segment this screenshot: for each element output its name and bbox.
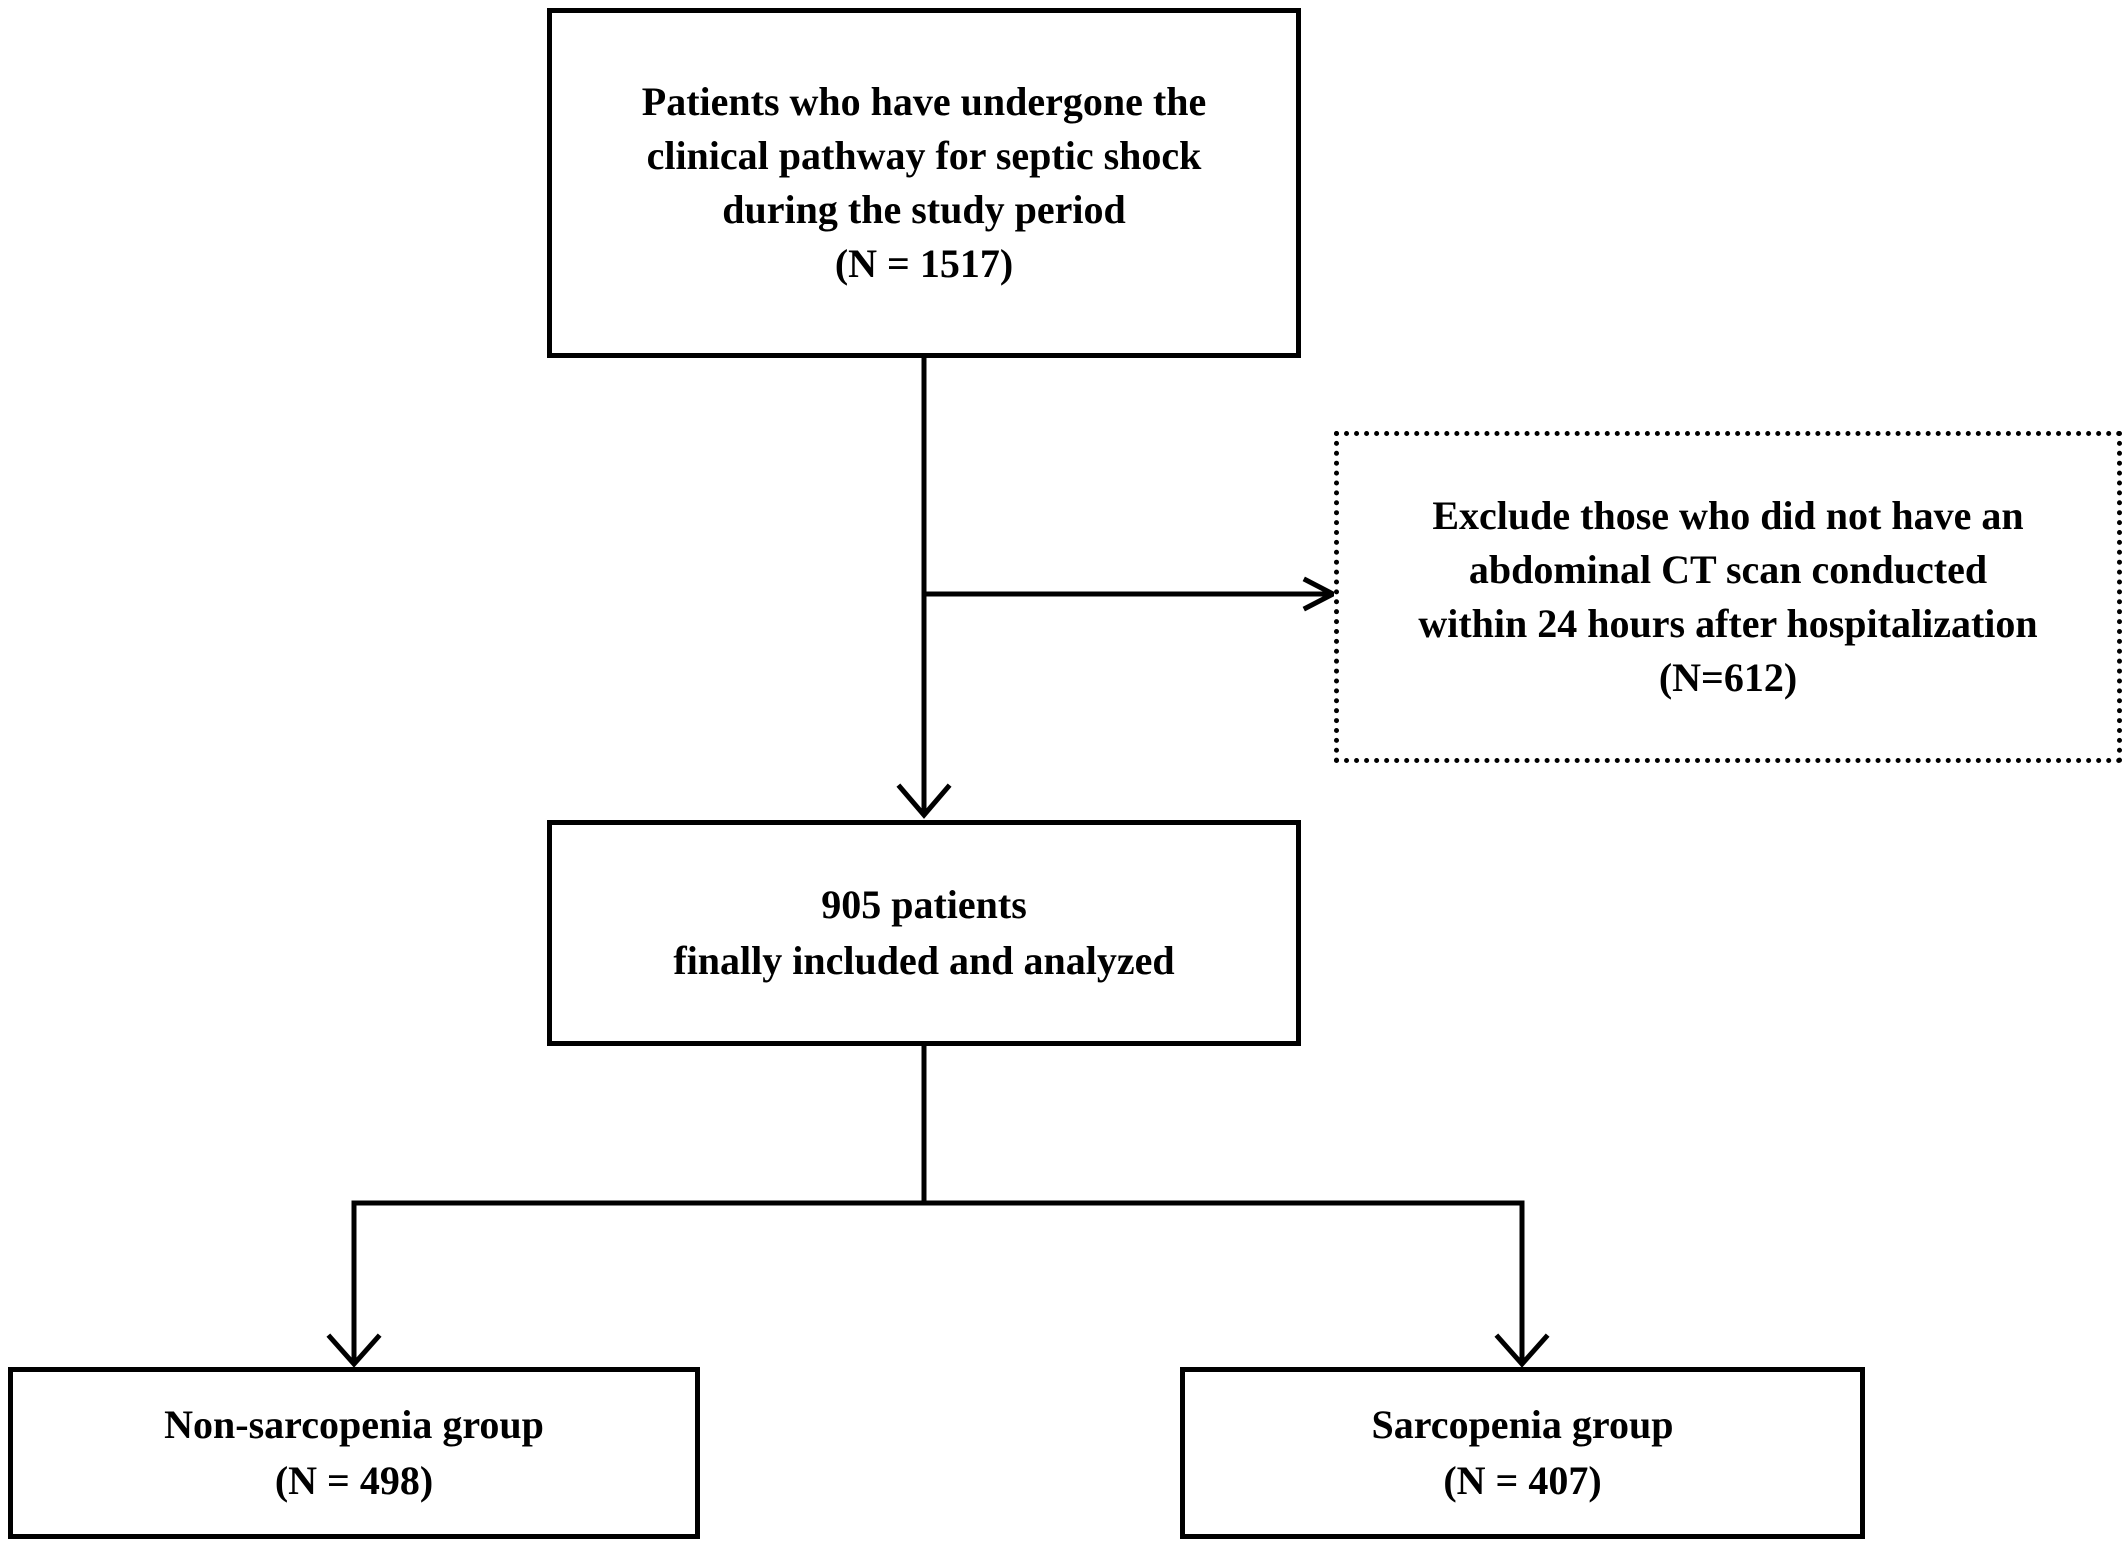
sarcopenia-label: Sarcopenia group (1371, 1402, 1674, 1447)
arrowhead-included (896, 783, 952, 819)
start-line-1: Patients who have undergone the (641, 79, 1207, 124)
arrowhead-sarcopenia (1494, 1333, 1550, 1368)
exclusion-line-2: abdominal CT scan conducted (1468, 547, 1988, 592)
start-line-2: clinical pathway for septic shock (646, 133, 1202, 178)
included-description: finally included and analyzed (673, 938, 1175, 983)
non-sarcopenia-group-box: Non-sarcopenia group (N = 498) (8, 1367, 700, 1539)
sarcopenia-count: (N = 407) (1443, 1458, 1602, 1503)
start-population-box: Patients who have undergone the clinical… (547, 8, 1301, 358)
sarcopenia-group-box: Sarcopenia group (N = 407) (1180, 1367, 1865, 1539)
arrowhead-non-sarcopenia (326, 1333, 382, 1368)
arrowhead-exclusion (1302, 576, 1339, 612)
exclusion-box: Exclude those who did not have an abdomi… (1334, 431, 2122, 763)
non-sarcopenia-label: Non-sarcopenia group (164, 1402, 544, 1447)
exclusion-line-3: within 24 hours after hospitalization (1418, 601, 2038, 646)
exclusion-line-1: Exclude those who did not have an (1432, 493, 2024, 538)
included-patients-box: 905 patients finally included and analyz… (547, 820, 1301, 1046)
non-sarcopenia-count: (N = 498) (274, 1458, 434, 1503)
start-count: (N = 1517) (834, 241, 1014, 286)
included-count: 905 patients (821, 882, 1027, 927)
exclusion-count: (N=612) (1658, 655, 1798, 700)
start-line-3: during the study period (722, 187, 1126, 232)
